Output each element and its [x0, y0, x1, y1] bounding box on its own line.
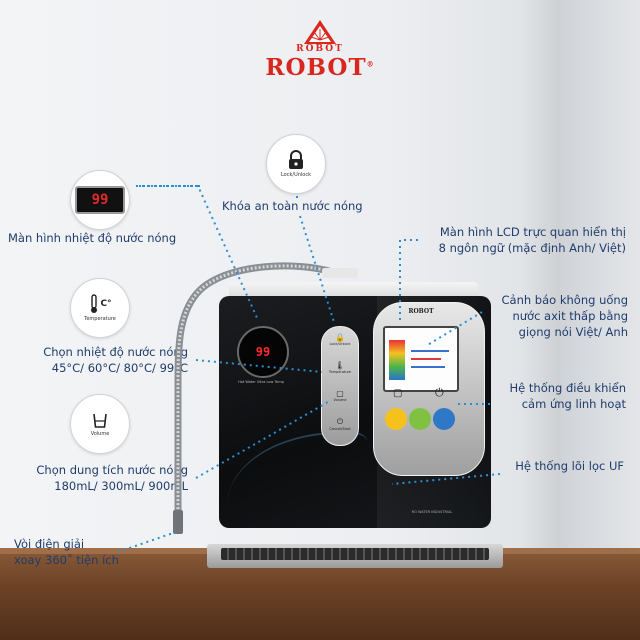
- warning-callout-line-3: giọng nói Việt/ Anh: [518, 325, 628, 339]
- green-mode-button[interactable]: [409, 408, 431, 430]
- cancel-start-button-label: Cancel/Start: [329, 427, 351, 431]
- lcd-callout: Màn hình LCD trực quan hiển thị 8 ngôn n…: [439, 224, 626, 256]
- temperature-button-icon: 🌡: [334, 361, 346, 370]
- uf-filter-callout: Hệ thống lõi lọc UF: [515, 459, 624, 473]
- lcd-line-2: [411, 358, 441, 360]
- footer-caption: RO WATER INDUSTRIAL: [411, 510, 453, 514]
- blue-mode-button[interactable]: [433, 408, 455, 430]
- lock-leader: [296, 196, 298, 198]
- lock-icon: [289, 150, 303, 169]
- lock-unlock-button[interactable]: 🔒 Lock/Unlock: [327, 333, 353, 351]
- machine-top: [229, 282, 479, 300]
- temperature-icon-group: C°: [88, 294, 112, 314]
- lock-button-icon: 🔒: [335, 333, 345, 342]
- temp-display-icon-circle: 99: [70, 170, 130, 230]
- round-display-caption: Hot Water Ultra Low Temp: [238, 380, 284, 384]
- warning-callout-line-2: nước axit thấp bằng: [512, 309, 628, 323]
- temperature-display-icon: 99: [75, 186, 125, 214]
- temperature-button-label: Temperature: [328, 370, 352, 374]
- logo-main-word: ROBOT®: [262, 54, 378, 81]
- lcd-line-1: [411, 350, 449, 352]
- lock-icon-circle: Lock/Unlock: [266, 134, 326, 194]
- lcd-callout-line-2: 8 ngôn ngữ (mặc định Anh/ Việt): [438, 241, 626, 255]
- choose-temp-line-2: 45°C/ 60°C/ 80°C/ 99°C: [51, 361, 188, 375]
- volume-callout-line-1: Chọn dung tích nước nóng: [36, 463, 188, 477]
- brand-logo: ROBOT ROBOT®: [262, 20, 378, 81]
- temperature-icon-circle: C° Temperature: [70, 278, 130, 338]
- lcd-callout-line-1: Màn hình LCD trực quan hiển thị: [439, 225, 626, 239]
- yellow-mode-button[interactable]: [385, 408, 407, 430]
- volume-button[interactable]: ▢ Volume: [327, 389, 353, 407]
- volume-button-label: Volume: [333, 398, 347, 402]
- round-temperature-display: 99: [237, 326, 289, 378]
- volume-callout: Chọn dung tích nước nóng 180mL/ 300mL/ 9…: [36, 462, 188, 494]
- volume-callout-line-2: 180mL/ 300mL/ 900mL: [54, 479, 188, 493]
- faucet-base: [322, 268, 358, 278]
- temperature-caption: Temperature: [84, 316, 116, 322]
- volume-button-icon: ▢: [336, 389, 344, 398]
- cup-select-icon[interactable]: ▢: [393, 388, 403, 399]
- temperature-unit: C°: [100, 299, 112, 309]
- hot-water-button-strip: 🔒 Lock/Unlock 🌡 Temperature ▢ Volume ⏻ C…: [321, 326, 359, 446]
- faucet-callout: Vòi điện giải xoay 360˚ tiện ích: [14, 536, 119, 568]
- lock-callout: Khóa an toàn nước nóng: [222, 199, 363, 213]
- sun-emblem-icon: [304, 20, 336, 44]
- lock-caption: Lock/Unlock: [280, 172, 311, 178]
- choose-temp-callout: Chọn nhiệt độ nước nóng 45°C/ 60°C/ 80°C…: [43, 344, 188, 376]
- faucet-callout-line-2: xoay 360˚ tiện ích: [14, 553, 119, 567]
- touch-control-line-2: cảm ứng linh hoạt: [521, 397, 626, 411]
- warning-callout-line-1: Cảnh báo không uống: [501, 293, 629, 307]
- logo-main-word-text: ROBOT: [265, 54, 367, 81]
- drip-tray-grill: [221, 548, 489, 560]
- registered-mark: ®: [366, 59, 375, 69]
- power-icon[interactable]: ⏻: [435, 386, 444, 399]
- faucet-callout-line-1: Vòi điện giải: [14, 537, 85, 551]
- lcd-line-3: [411, 366, 445, 368]
- cancel-start-button-icon: ⏻: [336, 417, 344, 426]
- temperature-button[interactable]: 🌡 Temperature: [327, 361, 353, 379]
- temp-display-callout: Màn hình nhiệt độ nước nóng: [8, 231, 177, 245]
- lcd-screen: [383, 326, 459, 392]
- touch-control-line-1: Hệ thống điều khiển: [509, 381, 626, 395]
- volume-caption: Volume: [90, 431, 110, 437]
- lcd-ph-scale: [389, 340, 405, 380]
- cancel-start-button[interactable]: ⏻ Cancel/Start: [327, 417, 353, 435]
- lock-unlock-button-label: Lock/Unlock: [329, 342, 351, 346]
- choose-temp-line-1: Chọn nhiệt độ nước nóng: [43, 345, 188, 359]
- wall-pillar: [560, 0, 640, 560]
- cup-volume-icon: [93, 413, 107, 428]
- touch-control-callout: Hệ thống điều khiển cảm ứng linh hoạt: [510, 380, 626, 412]
- volume-icon-circle: Volume: [70, 394, 130, 454]
- panel-brand: ROBOT: [408, 308, 434, 315]
- thermometer-icon: [91, 294, 98, 313]
- wall-shadow: [520, 0, 560, 560]
- logo-top-word: ROBOT: [296, 44, 344, 54]
- warning-callout: Cảnh báo không uống nước axit thấp bằng …: [502, 292, 629, 340]
